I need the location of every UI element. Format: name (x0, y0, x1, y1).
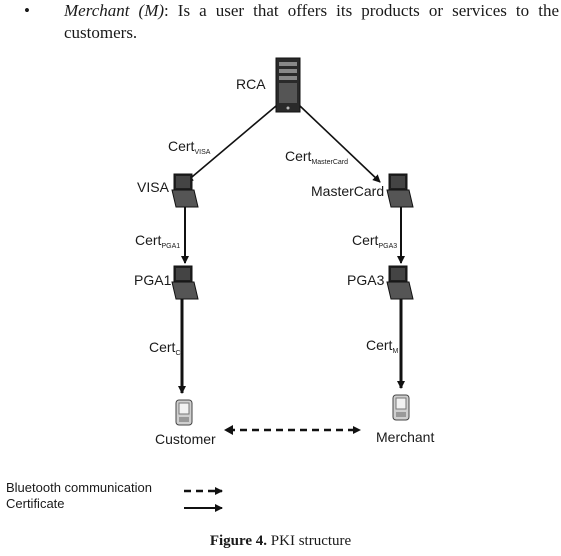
node-label-pga3: PGA3 (347, 272, 385, 288)
laptop-icon (171, 265, 199, 300)
merchant-definition: Merchant (M): Is a user that offers its … (34, 0, 559, 44)
node-label-pga1: PGA1 (134, 272, 172, 288)
node-label-customer: Customer (155, 431, 216, 447)
figure-title: PKI structure (267, 533, 352, 549)
node-label-rca: RCA (236, 76, 266, 92)
node-label-mastercard: MasterCard (311, 183, 384, 199)
merchant-description: : Is a user that offers its products or … (64, 1, 559, 42)
legend-certificate-label: Certificate (6, 496, 65, 511)
node-label-merchant: Merchant (376, 429, 434, 445)
cert-label-visa: CertVISA (168, 138, 211, 156)
merchant-term: Merchant (M) (64, 1, 165, 20)
mobile-device-icon (392, 394, 410, 421)
cert-label-customer: CertC (149, 339, 181, 357)
node-label-visa: VISA (137, 179, 170, 195)
cert-label-pga1: CertPGA1 (135, 232, 180, 250)
arrow-rca-mastercard (299, 105, 381, 183)
bullet-marker: • (24, 1, 30, 20)
laptop-icon (386, 265, 414, 300)
cert-label-pga3: CertPGA3 (352, 232, 397, 250)
arrow-rca-visa (185, 105, 277, 183)
server-icon (275, 57, 301, 113)
laptop-icon (171, 173, 199, 208)
figure-number: Figure 4. (209, 533, 268, 549)
cert-label-mastercard: CertMasterCard (285, 148, 348, 166)
legend-bluetooth-label: Bluetooth communication (6, 480, 152, 495)
cert-label-merchant: CertM (366, 337, 398, 355)
laptop-icon (386, 173, 414, 208)
figure-caption: Figure 4. PKI structure (0, 533, 561, 550)
bullet-paragraph: • Merchant (M): Is a user that offers it… (24, 0, 559, 44)
bluetooth-link-left-head (224, 425, 233, 435)
mobile-device-icon (175, 399, 193, 426)
